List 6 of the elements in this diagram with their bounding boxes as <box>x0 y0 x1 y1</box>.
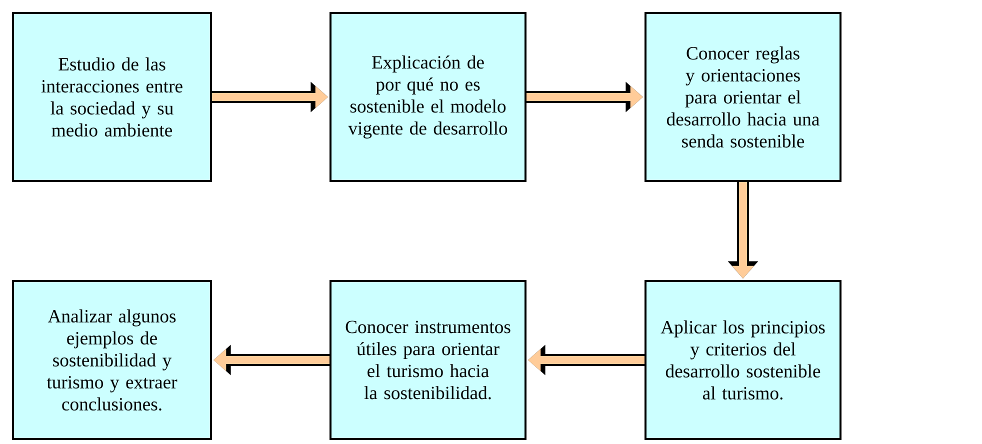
process-box: Explicación de por qué no es sostenible el modelo vigente de desarrollo <box>330 12 526 182</box>
process-box: Estudio de las interacciones entre la sociedad y su medio ambiente <box>12 12 212 182</box>
process-box: Aplicar los principios y criterios del desarrollo sostenible al turismo. <box>644 280 842 440</box>
process-box: Analizar algunos ejemplos de sostenibilidad y turismo y extraer conclusiones. <box>12 280 212 440</box>
process-box: Conocer reglas y orientaciones para orientar el desarrollo hacia una senda sostenible <box>644 12 842 182</box>
process-box: Conocer instrumentos útiles para orientar el turismo hacia la sostenibilidad. <box>330 280 526 440</box>
